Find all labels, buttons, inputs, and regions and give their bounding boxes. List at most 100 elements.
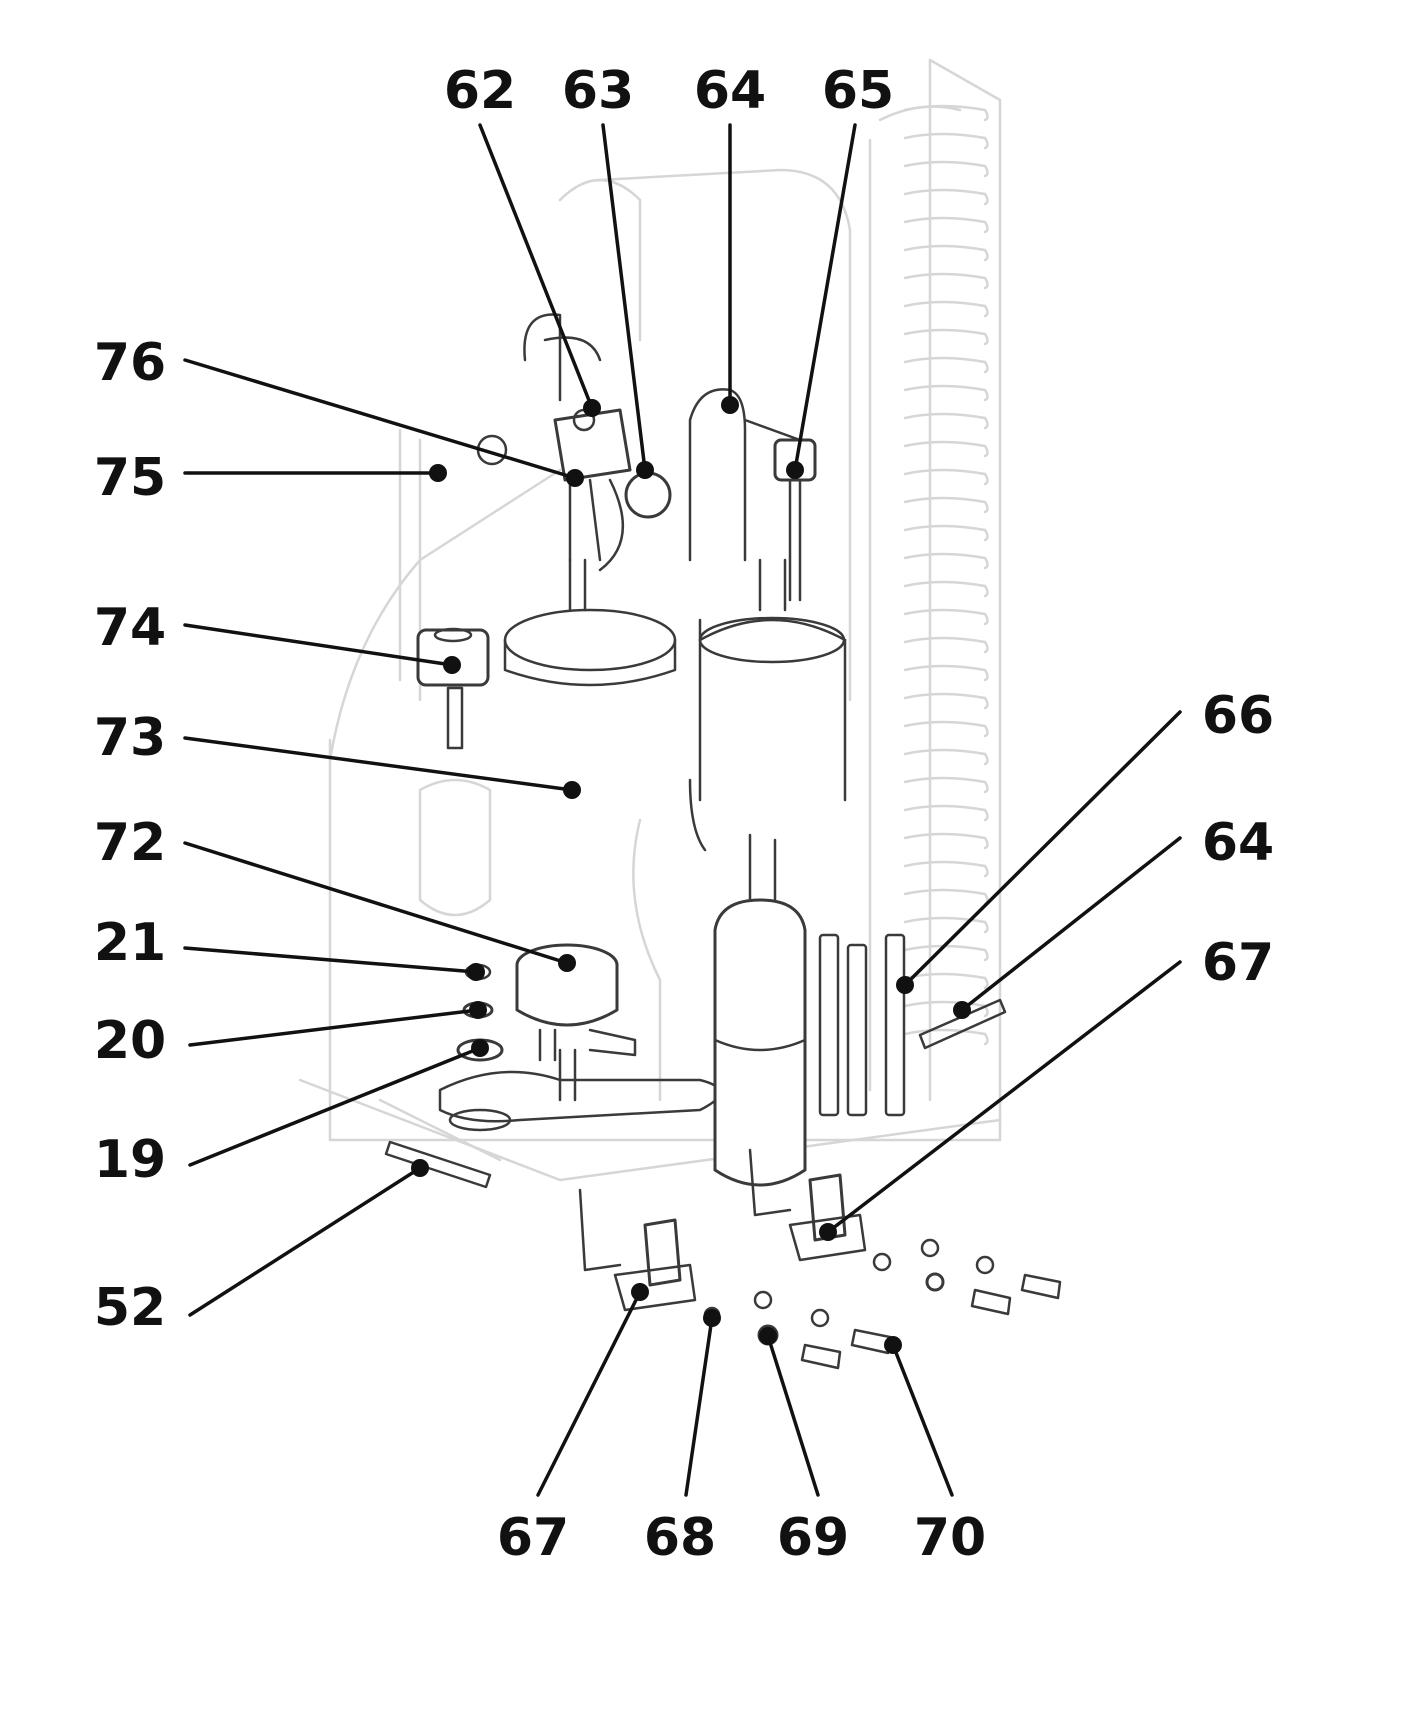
- capacitor-bars: [818, 933, 906, 1117]
- leader-64-right: [960, 836, 1182, 1012]
- leader-75-dot: [429, 464, 447, 482]
- coil-fin: [903, 328, 989, 346]
- pipe-52: [384, 1140, 492, 1189]
- leader-64-right-dot: [953, 1001, 971, 1019]
- leader-74: [183, 623, 454, 667]
- leader-67-right: [826, 960, 1182, 1234]
- callout-21: 21: [94, 913, 166, 973]
- coil-fin: [903, 216, 989, 234]
- leader-67-bottom: [536, 1290, 642, 1497]
- coil-fin: [903, 608, 989, 626]
- leader-69-dot: [759, 1327, 777, 1345]
- callout-52: 52: [94, 1278, 166, 1338]
- leader-19-dot: [471, 1039, 489, 1057]
- coil-fin: [903, 860, 989, 878]
- leader-72: [183, 841, 569, 965]
- coil-fin: [903, 580, 989, 598]
- coil-fin: [903, 888, 989, 906]
- leader-72-dot: [558, 954, 576, 972]
- leader-21: [183, 946, 478, 974]
- coil-fin: [903, 916, 989, 934]
- callout-62: 62: [444, 61, 516, 121]
- coil-fin: [903, 104, 989, 122]
- leader-20: [188, 1008, 480, 1047]
- coil-fin: [903, 468, 989, 486]
- leader-62-dot: [583, 399, 601, 417]
- accumulator-body: [688, 388, 847, 802]
- leader-68: [684, 1316, 714, 1497]
- callout-63: 63: [562, 61, 634, 121]
- fasteners: [703, 1238, 1062, 1370]
- leader-76: [183, 358, 577, 480]
- leader-74-dot: [443, 656, 461, 674]
- callout-66: 66: [1202, 686, 1274, 746]
- callout-76: 76: [94, 333, 166, 393]
- coil-fin: [903, 1000, 989, 1018]
- leader-66: [903, 710, 1182, 987]
- coil-fin: [903, 132, 989, 150]
- coil-fin: [903, 692, 989, 710]
- callout-70: 70: [914, 1508, 986, 1568]
- callout-65: 65: [822, 61, 894, 121]
- upper-plate: [503, 558, 677, 687]
- coil-fin: [903, 496, 989, 514]
- leader-62: [478, 123, 594, 410]
- ghost-housing: [298, 58, 1002, 1182]
- condenser-coil-fins: [903, 104, 989, 1046]
- coil-fin: [903, 272, 989, 290]
- coil-fin: [903, 664, 989, 682]
- leader-52: [188, 1166, 422, 1317]
- coil-fin: [903, 244, 989, 262]
- callout-69: 69: [777, 1508, 849, 1568]
- callout-19: 19: [94, 1130, 166, 1190]
- leader-67-bottom-dot: [631, 1283, 649, 1301]
- callout-68: 68: [644, 1508, 716, 1568]
- coil-fin: [903, 524, 989, 542]
- callout-74: 74: [94, 598, 166, 658]
- coil-fin: [903, 300, 989, 318]
- callout-75: 75: [94, 448, 166, 508]
- callout-67-right: 67: [1202, 933, 1274, 993]
- leader-52-dot: [411, 1159, 429, 1177]
- leader-73: [183, 736, 574, 792]
- coil-fin: [903, 412, 989, 430]
- callout-73: 73: [94, 708, 166, 768]
- leader-65-dot: [786, 461, 804, 479]
- coil-fin: [903, 384, 989, 402]
- coil-fin: [903, 188, 989, 206]
- leader-63-dot: [636, 461, 654, 479]
- coil-fin: [903, 720, 989, 738]
- leader-70: [891, 1343, 954, 1497]
- callout-20: 20: [94, 1011, 166, 1071]
- coil-fin: [903, 832, 989, 850]
- coil-fin: [903, 440, 989, 458]
- coil-fin: [903, 1028, 989, 1046]
- pipe-64-lower: [918, 998, 1007, 1050]
- coil-fin: [903, 636, 989, 654]
- coil-fin: [903, 776, 989, 794]
- coil-fin: [903, 944, 989, 962]
- callout-64-right: 64: [1202, 813, 1274, 873]
- leader-67-right-dot: [819, 1223, 837, 1241]
- callout-labels: 62 63 64 65 76 75 74 73 72 21 20 19 52 6…: [94, 61, 1274, 1568]
- motor-72: [515, 943, 637, 1102]
- coil-fin: [903, 160, 989, 178]
- coil-74: [416, 627, 490, 750]
- callout-67-bottom: 67: [497, 1508, 569, 1568]
- leader-64-top-dot: [721, 396, 739, 414]
- leader-63: [601, 123, 647, 472]
- leader-65: [793, 123, 857, 472]
- leader-68-dot: [703, 1309, 721, 1327]
- service-valve-left: [578, 1188, 697, 1312]
- coil-fin: [903, 356, 989, 374]
- base-plate: [438, 1070, 722, 1132]
- leader-69: [766, 1334, 820, 1497]
- leader-76-dot: [566, 469, 584, 487]
- coil-fin: [903, 552, 989, 570]
- leader-20-dot: [469, 1001, 487, 1019]
- leader-66-dot: [896, 976, 914, 994]
- coil-fin: [903, 972, 989, 990]
- leader-70-dot: [884, 1336, 902, 1354]
- callout-64-top: 64: [694, 61, 766, 121]
